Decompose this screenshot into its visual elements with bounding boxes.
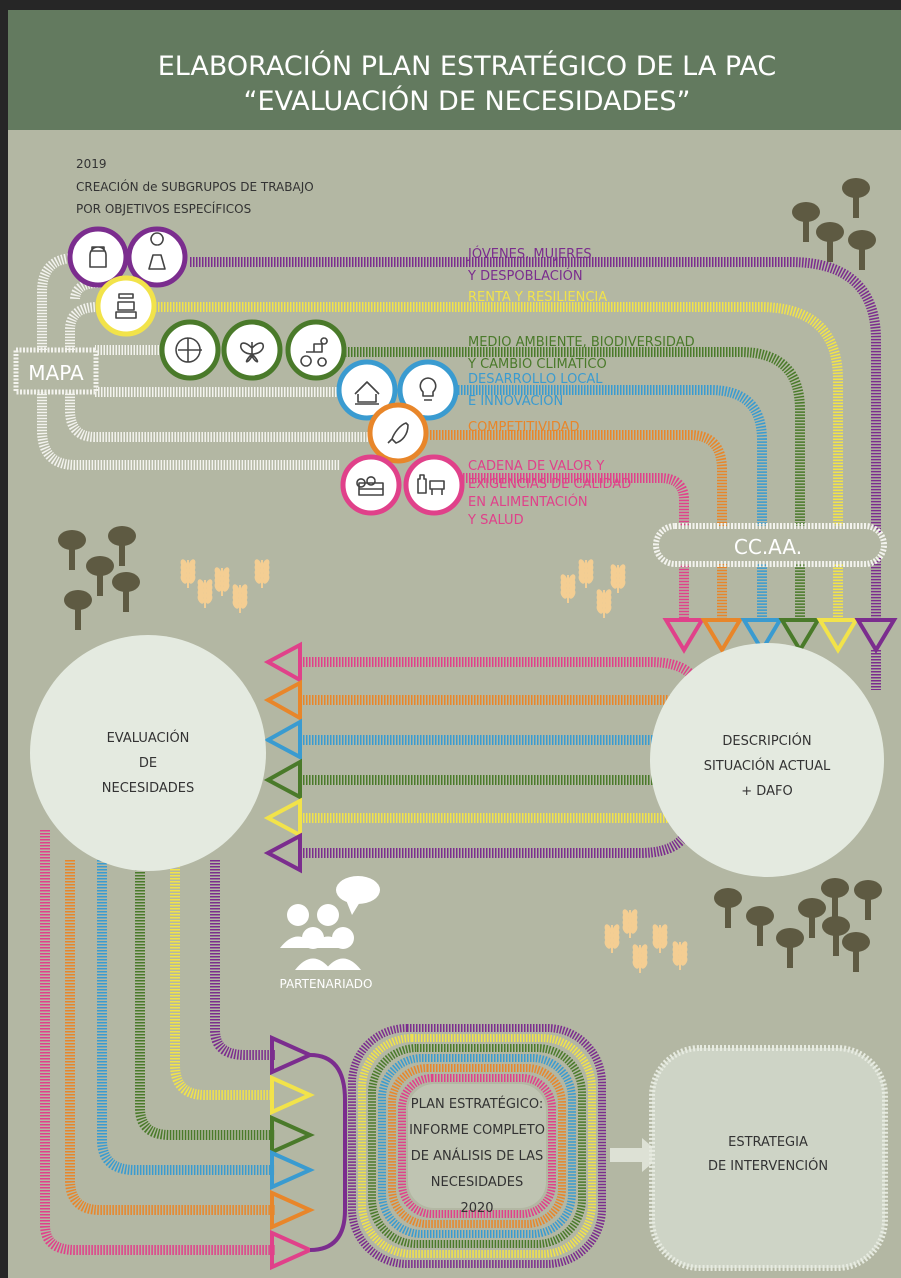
descripcion-line-3: + DAFO — [741, 784, 792, 799]
descripcion-line-2: SITUACIÓN ACTUAL — [704, 758, 831, 774]
rural-house-icon — [336, 359, 398, 421]
wheat-icon — [672, 941, 688, 970]
plan-rings — [348, 1024, 606, 1268]
plan-core — [408, 1084, 546, 1208]
plan-line-1: PLAN ESTRATÉGICO: — [411, 1096, 543, 1112]
tree-icon — [821, 878, 849, 918]
tree-icon — [792, 202, 820, 242]
wheat-icon — [578, 559, 594, 588]
tree-icon — [854, 880, 882, 920]
wheat-icon — [214, 567, 230, 596]
evaluacion-funnels — [263, 641, 302, 874]
group-label-competitividad-line-1: COMPETITIVIDAD — [468, 420, 580, 435]
food-crate-icon — [340, 454, 402, 516]
intro-line-1: CREACIÓN de SUBGRUPOS DE TRABAJO — [76, 179, 314, 194]
wheat-icon — [180, 559, 196, 588]
mapa-label: MAPA — [28, 361, 84, 385]
tree-icon — [816, 222, 844, 262]
title-line-2: “EVALUACIÓN DE NECESIDADES” — [243, 85, 690, 117]
middle-colored-tracks — [300, 650, 881, 858]
wheat-icon — [610, 564, 626, 593]
mapa-connectors — [37, 253, 370, 470]
lightbulb-icon — [397, 359, 459, 421]
estrategia-box — [649, 1045, 888, 1271]
partenariado-people-icon — [280, 876, 380, 970]
group-label-desarrollo-line-2: E INNOVACIÓN — [468, 393, 563, 409]
wheat-icon — [596, 589, 612, 618]
cow-bottle-icon — [403, 454, 465, 516]
tree-icon — [108, 526, 136, 566]
evaluacion-line-2: DE — [139, 756, 157, 771]
group-label-medio-line-2: Y CAMBIO CLIMÁTICO — [467, 356, 607, 372]
plan-line-4: NECESIDADES — [431, 1175, 523, 1190]
title-line-1: ELABORACIÓN PLAN ESTRATÉGICO DE LA PAC — [158, 50, 777, 82]
evaluacion-line-1: EVALUACIÓN — [107, 730, 190, 746]
tree-icon — [842, 178, 870, 218]
farmer-icon — [67, 226, 129, 288]
group-icons — [67, 226, 465, 516]
wheat-icon — [652, 924, 668, 953]
group-label-desarrollo-line-1: DESARROLLO LOCAL — [468, 372, 603, 387]
wheat-icon — [232, 584, 248, 613]
tree-icon — [848, 230, 876, 270]
plan-line-5: 2020 — [460, 1201, 493, 1216]
tree-icon — [798, 898, 826, 938]
top-colored-tracks — [155, 257, 881, 620]
wheat-icon — [632, 944, 648, 973]
estrategia-line-2: DE INTERVENCIÓN — [708, 1158, 828, 1174]
group-label-cadena-line-3: EN ALIMENTACIÓN — [468, 494, 588, 510]
wheat-icon — [622, 909, 638, 938]
group-labels: JÓVENES, MUJERES Y DESPOBLACIÓN RENTA Y RE… — [467, 246, 695, 528]
bottom-colored-tracks — [40, 830, 275, 1255]
tree-icon — [842, 932, 870, 972]
wheat-icon — [560, 574, 576, 603]
plan-line-2: INFORME COMPLETO — [409, 1123, 545, 1138]
plan-funnels — [270, 1034, 315, 1271]
tree-icon — [776, 928, 804, 968]
ccaa-label: CC.AA. — [734, 535, 802, 559]
tractor-sun-icon — [285, 319, 347, 381]
tree-icon — [746, 906, 774, 946]
evaluacion-line-3: NECESIDADES — [102, 781, 194, 796]
globe-thermometer-icon — [159, 319, 221, 381]
mapa-box — [13, 347, 99, 395]
woman-icon — [126, 226, 188, 288]
farmer-hands-icon — [95, 275, 157, 337]
descripcion-line-1: DESCRIPCIÓN — [722, 733, 811, 749]
group-label-cadena-line-1: CADENA DE VALOR Y — [468, 459, 604, 474]
tree-icon — [822, 916, 850, 956]
plan-funnel-merge — [309, 1053, 347, 1252]
butterfly-icon — [221, 319, 283, 381]
tree-icon — [58, 530, 86, 570]
tree-icon — [86, 556, 114, 596]
wheat-decoration — [180, 559, 688, 973]
wheat-icon — [197, 579, 213, 608]
group-label-medio-line-1: MEDIO AMBIENTE, BIODIVERSIDAD — [468, 335, 695, 350]
tree-icon — [714, 888, 742, 928]
descripcion-circle — [650, 643, 884, 877]
partenariado-label: PARTENARIADO — [279, 977, 372, 991]
descripcion-funnels — [662, 618, 898, 654]
tree-icon — [112, 572, 140, 612]
group-label-jovenes-line-1: JÓVENES, MUJERES — [467, 246, 592, 262]
intro-line-2: POR OBJETIVOS ESPECÍFICOS — [76, 201, 251, 216]
group-label-cadena-line-2: EXIGENCIAS DE CALIDAD — [468, 477, 631, 492]
rocket-icon — [367, 402, 429, 464]
group-label-renta-line-1: RENTA Y RESILIENCIA — [468, 290, 607, 305]
tree-icon — [64, 590, 92, 630]
group-label-jovenes-line-2: Y DESPOBLACIÓN — [467, 268, 583, 284]
intro-year: 2019 — [76, 157, 107, 171]
plan-line-3: DE ANÁLISIS DE LAS — [411, 1148, 543, 1164]
wheat-icon — [604, 924, 620, 953]
group-label-cadena-line-4: Y SALUD — [467, 513, 524, 528]
evaluacion-circle — [30, 635, 266, 871]
ccaa-box — [653, 523, 887, 567]
trees-decoration — [58, 178, 882, 972]
wheat-icon — [254, 559, 270, 588]
header-banner — [8, 10, 901, 130]
estrategia-line-1: ESTRATEGIA — [728, 1135, 808, 1150]
